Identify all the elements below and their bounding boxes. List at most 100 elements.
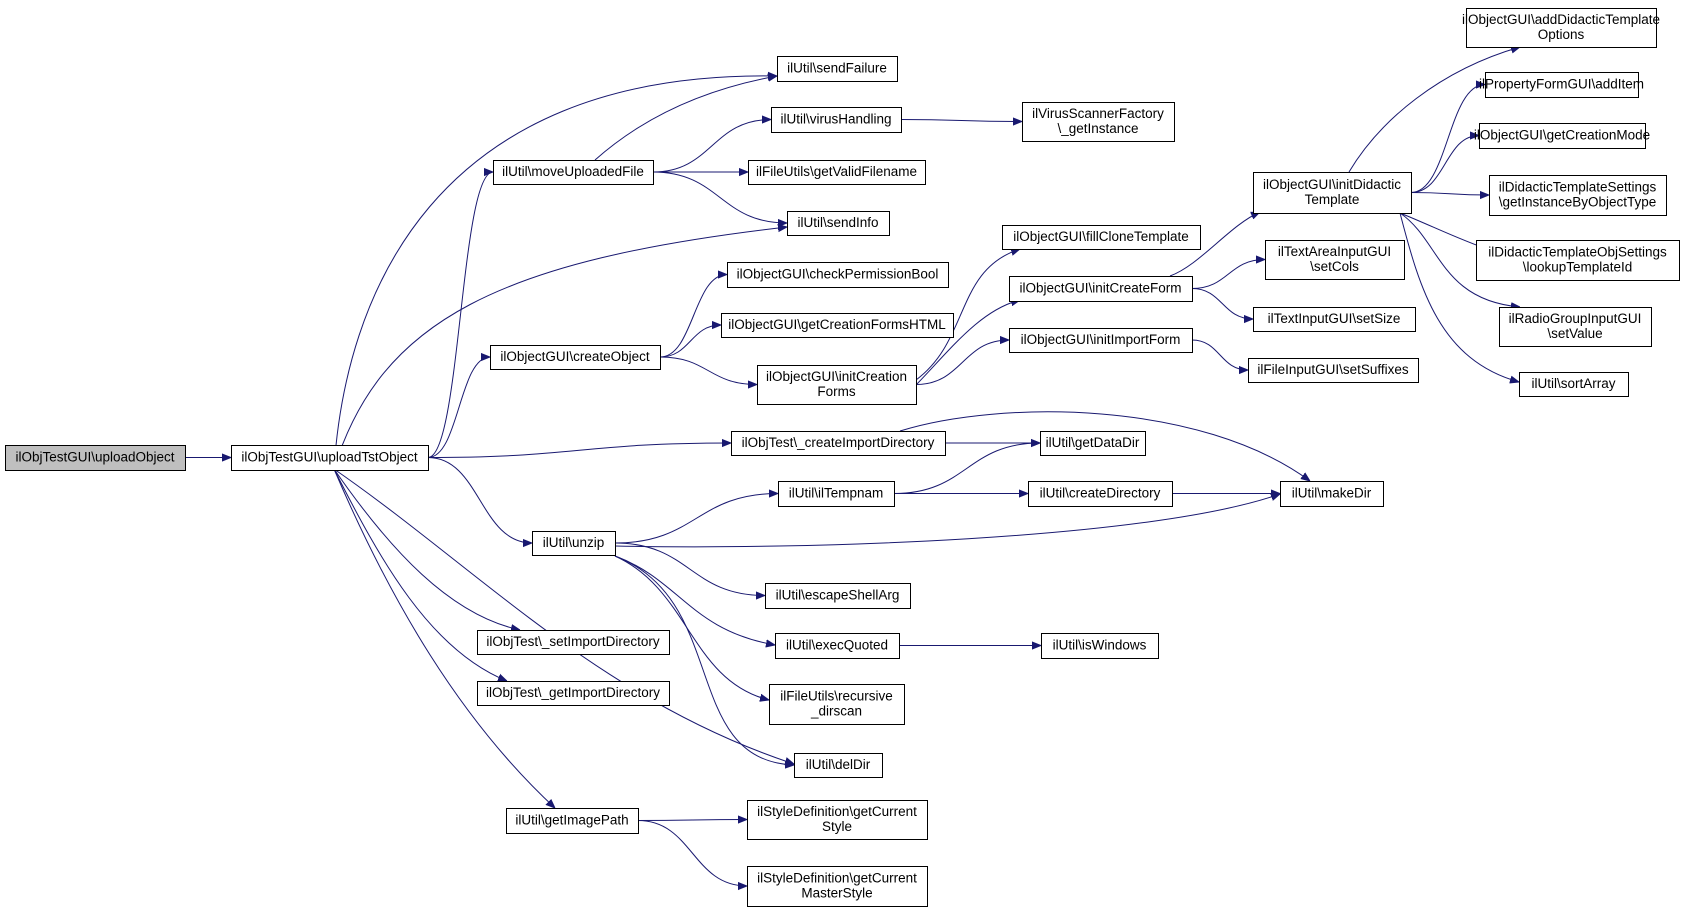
node-box[interactable] — [1485, 72, 1639, 98]
node-box[interactable] — [532, 531, 616, 556]
node-n0[interactable]: ilObjTestGUI\uploadObject — [5, 445, 186, 471]
node-n34[interactable]: ilFileInputGUI\setSuffixes — [1248, 358, 1419, 383]
node-n20[interactable]: ilUtil\delDir — [794, 753, 883, 778]
node-box[interactable] — [731, 431, 946, 456]
node-box[interactable] — [477, 630, 670, 655]
node-label: ilRadioGroupInputGUI — [1509, 311, 1642, 326]
node-n4[interactable]: ilUtil\unzip — [532, 531, 616, 556]
node-n10[interactable]: ilFileUtils\getValidFilename — [748, 160, 926, 185]
node-n16[interactable]: ilUtil\ilTempnam — [778, 481, 895, 507]
node-n24[interactable]: ilObjectGUI\fillCloneTemplate — [1002, 225, 1201, 250]
node-n18[interactable]: ilUtil\execQuoted — [775, 633, 900, 659]
node-n9[interactable]: ilUtil\virusHandling — [771, 107, 902, 133]
node-box[interactable] — [1489, 175, 1667, 216]
node-n11[interactable]: ilUtil\sendInfo — [787, 211, 890, 236]
node-n26[interactable]: ilObjectGUI\initImportForm — [1009, 328, 1193, 353]
node-box[interactable] — [490, 345, 661, 370]
node-box[interactable] — [787, 211, 890, 236]
node-box[interactable] — [775, 633, 900, 659]
node-box[interactable] — [5, 445, 186, 471]
node-n13[interactable]: ilObjectGUI\getCreationFormsHTML — [721, 313, 954, 338]
node-box[interactable] — [506, 808, 639, 834]
node-n40[interactable]: ilRadioGroupInputGUI\setValue — [1499, 307, 1652, 347]
node-box[interactable] — [1479, 123, 1646, 149]
node-label: ilTextAreaInputGUI — [1278, 244, 1391, 259]
node-box[interactable] — [771, 107, 902, 133]
node-box[interactable] — [747, 866, 928, 907]
node-n17[interactable]: ilUtil\escapeShellArg — [765, 583, 911, 609]
node-n38[interactable]: ilDidacticTemplateSettings\getInstanceBy… — [1489, 175, 1667, 216]
node-box[interactable] — [1041, 633, 1159, 659]
node-n12[interactable]: ilObjectGUI\checkPermissionBool — [727, 262, 949, 288]
node-n5[interactable]: ilObjTest\_setImportDirectory — [477, 630, 670, 655]
node-n1[interactable]: ilObjTestGUI\uploadTstObject — [231, 445, 429, 471]
node-box[interactable] — [1466, 8, 1657, 48]
node-n33[interactable]: ilTextInputGUI\setSize — [1253, 307, 1416, 332]
edge-n31-n36 — [1410, 85, 1485, 193]
node-box[interactable] — [748, 160, 926, 185]
node-label: ilStyleDefinition\getCurrent — [757, 871, 917, 886]
node-label: ilObjTestGUI\uploadTstObject — [241, 450, 418, 465]
node-box[interactable] — [1009, 276, 1193, 302]
node-n6[interactable]: ilObjTest\_getImportDirectory — [477, 681, 670, 706]
node-box[interactable] — [747, 800, 928, 840]
node-box[interactable] — [231, 445, 429, 471]
node-n30[interactable]: ilUtil\makeDir — [1280, 481, 1384, 507]
node-n19[interactable]: ilFileUtils\recursive_dirscan — [769, 684, 905, 725]
node-n32[interactable]: ilTextAreaInputGUI\setCols — [1265, 240, 1405, 280]
node-box[interactable] — [1040, 431, 1146, 456]
node-n28[interactable]: ilUtil\createDirectory — [1028, 481, 1173, 507]
node-box[interactable] — [1002, 225, 1201, 250]
node-box[interactable] — [1265, 240, 1405, 280]
node-box[interactable] — [727, 262, 949, 288]
node-box[interactable] — [493, 160, 654, 185]
edge-n3-n12 — [659, 275, 727, 358]
node-box[interactable] — [1028, 481, 1173, 507]
node-label: ilPropertyFormGUI\addItem — [1479, 77, 1644, 92]
edge-n1-n7 — [333, 468, 555, 808]
node-n29[interactable]: ilUtil\isWindows — [1041, 633, 1159, 659]
node-n27[interactable]: ilUtil\getDataDir — [1040, 431, 1146, 456]
node-box[interactable] — [765, 583, 911, 609]
node-n2[interactable]: ilUtil\moveUploadedFile — [493, 160, 654, 185]
node-box[interactable] — [777, 56, 898, 82]
node-box[interactable] — [794, 753, 883, 778]
node-box[interactable] — [1253, 172, 1412, 214]
node-label: ilVirusScannerFactory — [1032, 106, 1164, 121]
node-box[interactable] — [757, 365, 917, 405]
node-n23[interactable]: ilVirusScannerFactory\_getInstance — [1022, 102, 1175, 142]
node-n15[interactable]: ilObjTest\_createImportDirectory — [731, 431, 946, 456]
node-box[interactable] — [1280, 481, 1384, 507]
node-box[interactable] — [1519, 372, 1629, 397]
node-n37[interactable]: ilObjectGUI\getCreationMode — [1474, 123, 1650, 149]
node-n41[interactable]: ilUtil\sortArray — [1519, 372, 1629, 397]
node-n36[interactable]: ilPropertyFormGUI\addItem — [1479, 72, 1644, 98]
node-n8[interactable]: ilUtil\sendFailure — [777, 56, 898, 82]
node-box[interactable] — [721, 313, 954, 338]
node-box[interactable] — [769, 684, 905, 725]
node-n7[interactable]: ilUtil\getImagePath — [506, 808, 639, 834]
node-box[interactable] — [1022, 102, 1175, 142]
node-n3[interactable]: ilObjectGUI\createObject — [490, 345, 661, 370]
node-n39[interactable]: ilDidacticTemplateObjSettings\lookupTemp… — [1476, 240, 1680, 281]
node-n25[interactable]: ilObjectGUI\initCreateForm — [1009, 276, 1193, 302]
edge-n3-n14 — [659, 356, 757, 385]
node-box[interactable] — [1253, 307, 1416, 332]
node-box[interactable] — [1476, 240, 1680, 281]
node-box[interactable] — [778, 481, 895, 507]
edge-n1-n20 — [333, 468, 794, 764]
edge-n1-n5 — [333, 468, 520, 630]
edge-n31-n41 — [1399, 212, 1519, 382]
node-box[interactable] — [477, 681, 670, 706]
node-label: ilObjTest\_createImportDirectory — [742, 435, 935, 450]
node-box[interactable] — [1009, 328, 1193, 353]
edge-n25-n32 — [1191, 260, 1265, 289]
node-box[interactable] — [1248, 358, 1419, 383]
node-box[interactable] — [1499, 307, 1652, 347]
node-label: Forms — [817, 384, 855, 399]
